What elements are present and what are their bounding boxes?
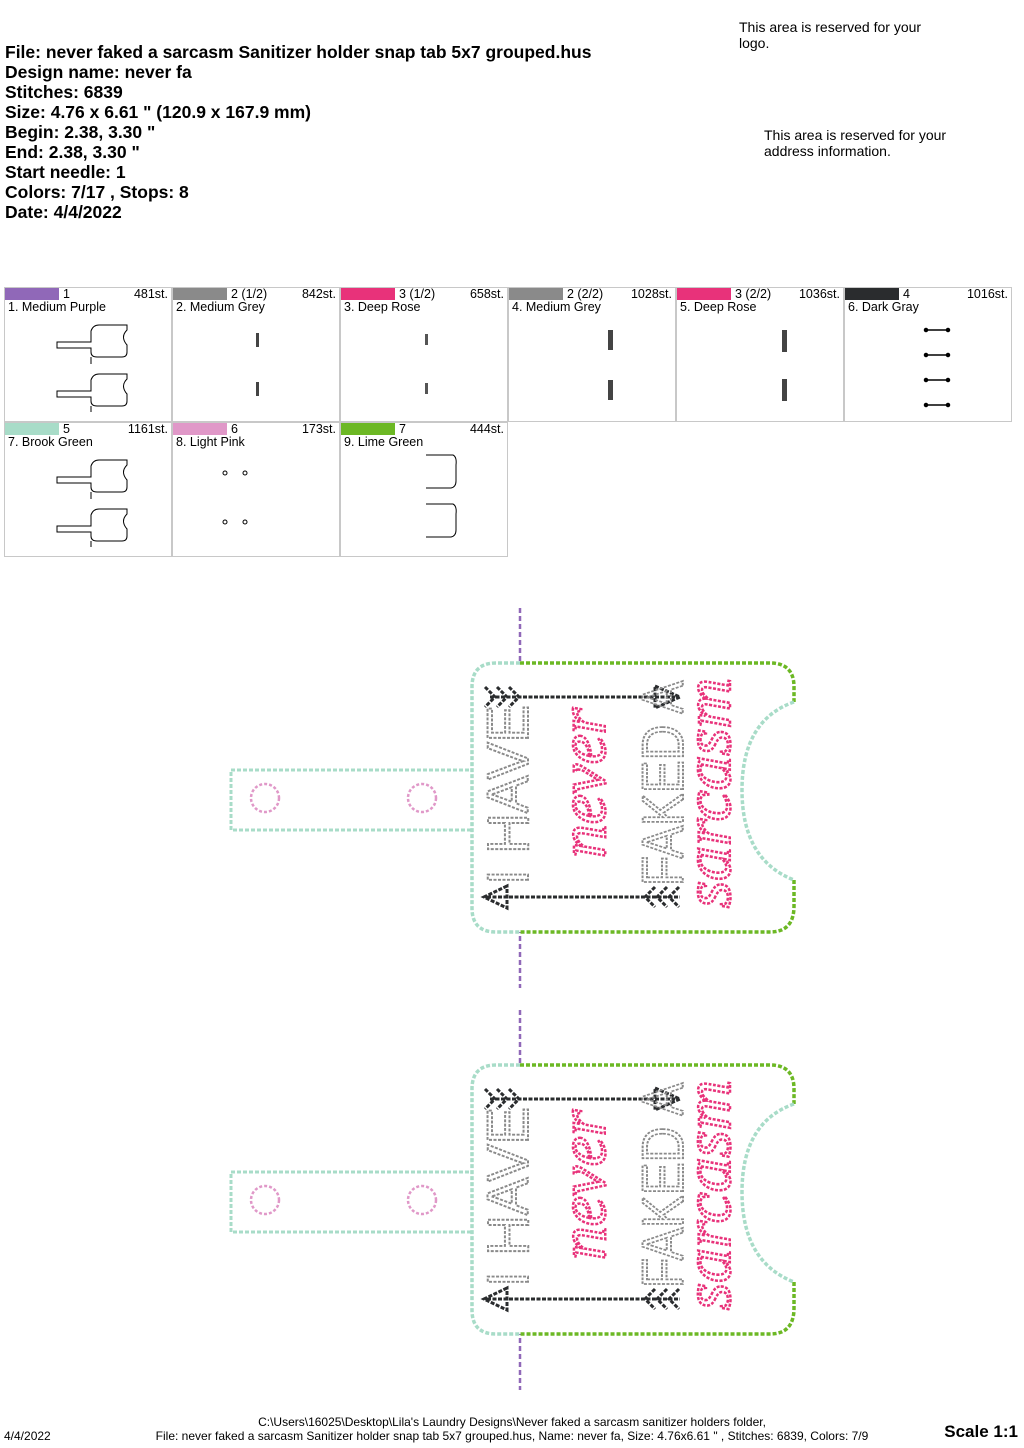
begin-point: Begin: 2.38, 3.30 " — [5, 122, 156, 142]
needle-number: 7 — [399, 422, 406, 436]
logo-area-note: This area is reserved for your logo. — [739, 19, 922, 51]
stop-thumbnail — [608, 330, 613, 400]
design-date: Date: 4/4/2022 — [5, 202, 122, 222]
needle-number: 6 — [231, 422, 238, 436]
address-area-note: This area is reserved for your address i… — [764, 127, 947, 159]
design-preview: I HAVE FAKED A never sarcasm I HAVE FAKE… — [229, 606, 796, 1392]
stitch-count-cell: 444st. — [469, 422, 504, 436]
stop-thumbnail — [222, 470, 248, 525]
color-swatch — [173, 288, 227, 300]
holder-top: I HAVE FAKED A never sarcasm — [229, 606, 796, 990]
text-sarcasm: sarcasm — [669, 1080, 745, 1310]
color-name: 5. Deep Rose — [680, 300, 757, 314]
text-never: never — [544, 707, 620, 858]
colors-stops: Colors: 7/17 , Stops: 8 — [5, 182, 189, 202]
end-point: End: 2.38, 3.30 " — [5, 142, 140, 162]
holder-bottom: I HAVE FAKED A never sarcasm — [229, 1008, 796, 1392]
text-faked-a: FAKED A — [631, 681, 696, 886]
stitch-count-cell: 1016st. — [966, 287, 1008, 301]
stop-thumbnail — [256, 333, 259, 396]
color-swatch — [509, 288, 563, 300]
text-i-have: I HAVE — [476, 705, 541, 885]
stitch-count-cell: 173st. — [301, 422, 336, 436]
text-faked-a: FAKED A — [631, 1083, 696, 1288]
needle-number: 3 (1/2) — [399, 287, 436, 301]
stitch-count: Stitches: 6839 — [5, 82, 123, 102]
color-stop-cell: 1 481st. 1. Medium Purple — [4, 287, 172, 422]
color-swatch — [5, 423, 59, 435]
needle-number: 1 — [63, 287, 70, 301]
color-swatch — [341, 423, 395, 435]
color-stop-cell: 3 (2/2) 1036st. 5. Deep Rose — [676, 287, 844, 422]
stop-thumbnail — [56, 324, 128, 412]
design-size: Size: 4.76 x 6.61 " (120.9 x 167.9 mm) — [5, 102, 311, 122]
stop-thumbnail — [56, 459, 128, 547]
needle-number: 5 — [63, 422, 70, 436]
color-stop-cell: 3 (1/2) 658st. 3. Deep Rose — [340, 287, 508, 422]
color-swatch — [677, 288, 731, 300]
color-name: 9. Lime Green — [344, 435, 424, 449]
color-stop-cell: 6 173st. 8. Light Pink — [172, 422, 340, 557]
color-swatch — [173, 423, 227, 435]
needle-number: 3 (2/2) — [735, 287, 772, 301]
color-name: 7. Brook Green — [8, 435, 93, 449]
text-sarcasm: sarcasm — [669, 678, 745, 908]
color-name: 1. Medium Purple — [8, 300, 106, 314]
color-name: 2. Medium Grey — [176, 300, 265, 314]
stop-thumbnail — [782, 330, 787, 401]
stitch-count-cell: 1028st. — [630, 287, 672, 301]
color-swatch — [5, 288, 59, 300]
text-i-have: I HAVE — [476, 1107, 541, 1287]
stitch-count-cell: 1161st. — [127, 422, 168, 436]
needle-number: 2 (2/2) — [567, 287, 604, 301]
color-name: 3. Deep Rose — [344, 300, 421, 314]
stitch-count-cell: 481st. — [133, 287, 168, 301]
color-stop-cell: 4 1016st. 6. Dark Gray — [844, 287, 1012, 422]
color-name: 8. Light Pink — [176, 435, 245, 449]
stop-thumbnail — [425, 334, 428, 394]
text-never: never — [544, 1109, 620, 1260]
file-name: File: never faked a sarcasm Sanitizer ho… — [5, 42, 592, 62]
footer-scale: Scale 1:1 — [944, 1422, 1018, 1441]
color-name: 4. Medium Grey — [512, 300, 601, 314]
start-needle: Start needle: 1 — [5, 162, 126, 182]
color-stop-cell: 7 444st. 9. Lime Green — [340, 422, 508, 557]
color-stop-cell: 5 1161st. 7. Brook Green — [4, 422, 172, 557]
design-info: File: never faked a sarcasm Sanitizer ho… — [5, 42, 591, 222]
color-swatch — [845, 288, 899, 300]
color-stop-cell: 2 (1/2) 842st. 2. Medium Grey — [172, 287, 340, 422]
color-name: 6. Dark Gray — [848, 300, 919, 314]
needle-number: 4 — [903, 287, 910, 301]
stitch-count-cell: 842st. — [301, 287, 336, 301]
color-stop-cell: 2 (2/2) 1028st. 4. Medium Grey — [508, 287, 676, 422]
needle-number: 2 (1/2) — [231, 287, 268, 301]
stop-thumbnail — [923, 327, 951, 408]
footer-file-info: File: never faked a sarcasm Sanitizer ho… — [155, 1429, 869, 1443]
footer-date: 4/4/2022 — [4, 1429, 51, 1443]
color-swatch — [341, 288, 395, 300]
stitch-count-cell: 658st. — [469, 287, 504, 301]
stop-thumbnail — [426, 454, 457, 538]
stitch-count-cell: 1036st. — [798, 287, 840, 301]
footer-path: C:\Users\16025\Desktop\Lila's Laundry De… — [258, 1415, 766, 1429]
design-name: Design name: never fa — [5, 62, 192, 82]
